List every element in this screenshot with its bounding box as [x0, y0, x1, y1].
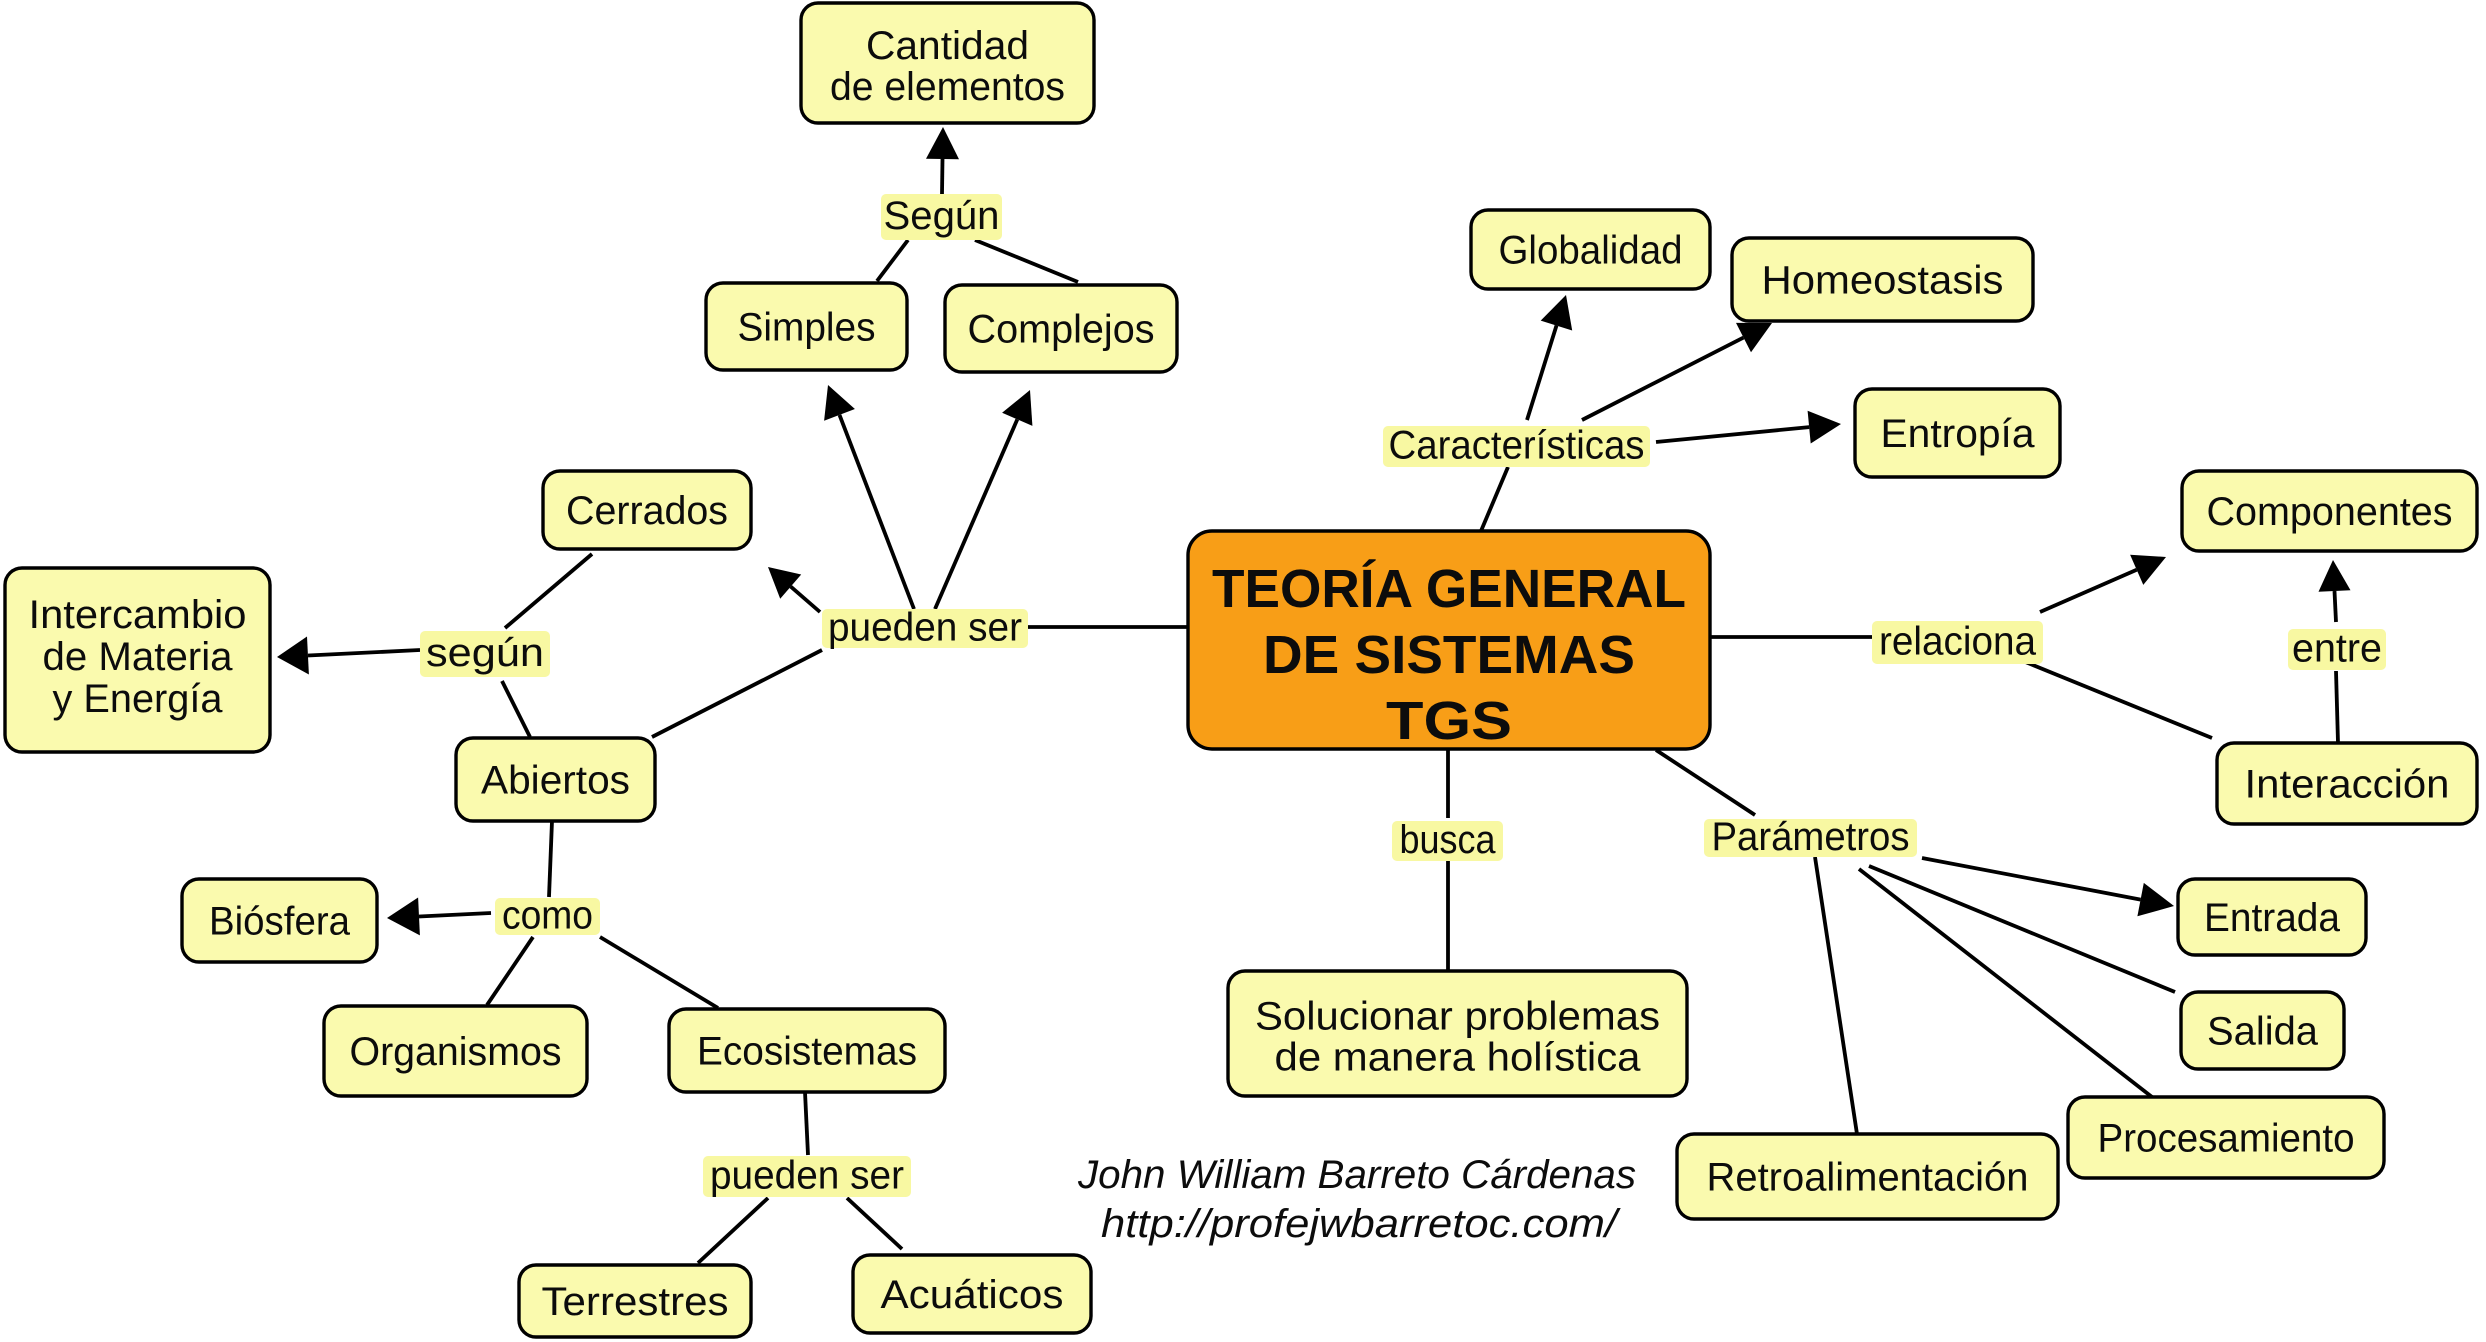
svg-text:Entropía: Entropía [1881, 412, 2036, 456]
svg-text:Terrestres: Terrestres [542, 1280, 729, 1324]
svg-text:entre: entre [2292, 627, 2382, 671]
svg-text:Simples: Simples [738, 306, 876, 350]
svg-text:Componentes: Componentes [2207, 490, 2453, 534]
svg-text:Características: Características [1389, 424, 1645, 468]
svg-text:Globalidad: Globalidad [1499, 229, 1683, 273]
svg-text:Parámetros: Parámetros [1712, 815, 1910, 859]
svg-text:de Materia: de Materia [43, 635, 234, 679]
svg-text:Cantidad: Cantidad [866, 24, 1029, 68]
svg-text:TGS: TGS [1386, 691, 1512, 751]
svg-text:como: como [502, 894, 593, 938]
svg-text:Ecosistemas: Ecosistemas [697, 1030, 917, 1074]
svg-text:de elementos: de elementos [830, 65, 1065, 109]
svg-text:http://profejwbarretoc.com/: http://profejwbarretoc.com/ [1101, 1202, 1621, 1246]
svg-text:Según: Según [884, 194, 1000, 238]
svg-text:Organismos: Organismos [350, 1030, 562, 1074]
svg-text:Intercambio: Intercambio [29, 593, 247, 637]
svg-text:Biósfera: Biósfera [209, 900, 351, 944]
svg-text:busca: busca [1400, 818, 1497, 862]
svg-text:relaciona: relaciona [1879, 620, 2037, 664]
svg-text:Acuáticos: Acuáticos [881, 1273, 1064, 1317]
svg-text:Interacción: Interacción [2245, 763, 2450, 807]
svg-text:John William Barreto Cárdenas: John William Barreto Cárdenas [1077, 1153, 1636, 1197]
svg-text:Procesamiento: Procesamiento [2098, 1117, 2355, 1161]
svg-text:Salida: Salida [2207, 1010, 2319, 1054]
svg-text:de manera holística: de manera holística [1275, 1036, 1642, 1080]
svg-text:Complejos: Complejos [968, 308, 1155, 352]
svg-text:TEORÍA GENERAL: TEORÍA GENERAL [1212, 559, 1686, 619]
svg-text:y Energía: y Energía [53, 677, 224, 721]
svg-text:pueden ser: pueden ser [710, 1154, 904, 1198]
svg-text:Entrada: Entrada [2204, 896, 2341, 940]
svg-text:Abiertos: Abiertos [481, 759, 630, 803]
svg-text:DE SISTEMAS: DE SISTEMAS [1263, 625, 1635, 685]
svg-text:Cerrados: Cerrados [566, 489, 728, 533]
svg-text:Homeostasis: Homeostasis [1762, 259, 2004, 303]
svg-text:pueden ser: pueden ser [828, 606, 1022, 650]
svg-text:Solucionar problemas: Solucionar problemas [1255, 995, 1660, 1039]
svg-text:Retroalimentación: Retroalimentación [1707, 1156, 2029, 1200]
svg-text:según: según [426, 631, 544, 675]
